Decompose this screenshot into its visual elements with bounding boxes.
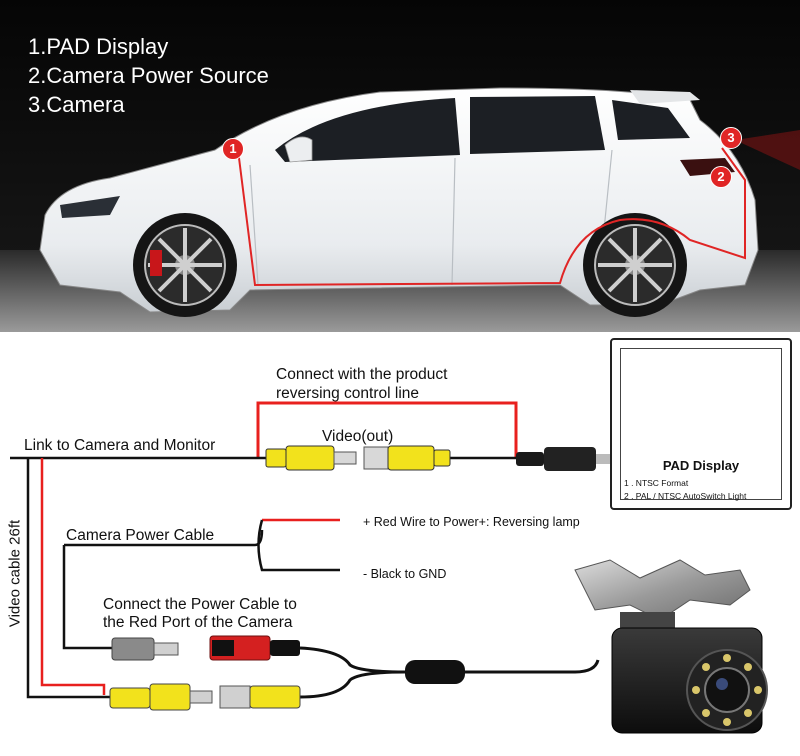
video-cable-length-label: Video cable 26ft	[6, 519, 24, 628]
red-wire-label: + Red Wire to Power+: Reversing lamp	[363, 515, 580, 529]
connect-note-line2: reversing control line	[276, 385, 420, 402]
pad-display-title: PAD Display	[662, 458, 740, 473]
pad-display-box: PAD Display 1 . NTSC Format 2 . PAL / NT…	[610, 338, 792, 510]
rca-video-in-connectors	[109, 683, 301, 711]
camera-power-cable-label: Camera Power Cable	[66, 527, 215, 544]
pad-display-inner	[620, 348, 782, 500]
legend-item-pad-display: 1.PAD Display	[28, 34, 169, 59]
backup-camera	[574, 559, 768, 734]
rear-wheel	[583, 213, 687, 317]
connect-power-line1: Connect the Power Cable to	[103, 596, 297, 613]
connect-power-line2: the Red Port of the Camera	[103, 614, 293, 631]
front-wheel	[133, 213, 237, 317]
wiring-lines	[10, 401, 600, 699]
marker-1: 1	[222, 138, 244, 160]
video-out-label: Video(out)	[322, 428, 394, 445]
marker-3: 3	[720, 127, 742, 149]
rca-video-out-connectors	[265, 445, 451, 471]
cable-junction	[405, 660, 465, 684]
av-jack	[516, 447, 610, 471]
marker-2: 2	[710, 166, 732, 188]
legend-item-camera-power-source: 2.Camera Power Source	[28, 63, 269, 88]
connect-note-line1: Connect with the product	[276, 366, 448, 383]
link-label: Link to Camera and Monitor	[24, 437, 216, 454]
pad-display-item-ntsc: 1 . NTSC Format	[624, 478, 689, 488]
rca-power-connectors	[111, 635, 300, 661]
black-wire-label: - Black to GND	[363, 567, 447, 581]
car-photo	[0, 0, 800, 332]
legend-item-camera: 3.Camera	[28, 92, 125, 117]
pad-display-item-pal-ntsc: 2 . PAL / NTSC AutoSwitch Light	[624, 491, 747, 501]
car-wiring-route	[237, 147, 746, 287]
